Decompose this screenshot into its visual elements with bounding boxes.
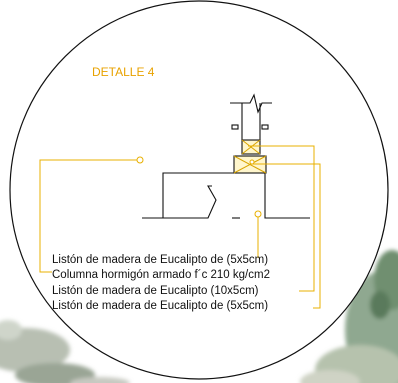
leader-lines (39, 145, 321, 309)
batten-upper (241, 139, 261, 155)
detail-title: DETALLE 4 (92, 65, 155, 79)
note-batten-5x5-bottom: Listón de madera de Eucalipto de (5x5cm) (52, 300, 268, 312)
wood-post (230, 93, 272, 140)
column-section (142, 172, 310, 219)
detail-circle (9, 0, 389, 380)
note-batten-5x5-top: Listón de madera de Eucalipto de (5x5cm) (52, 254, 268, 266)
note-concrete-column: Columna hormigón armado f´c 210 kg/cm2 (52, 269, 270, 281)
note-batten-10x5: Listón de madera de Eucalipto (10x5cm) (52, 285, 259, 297)
